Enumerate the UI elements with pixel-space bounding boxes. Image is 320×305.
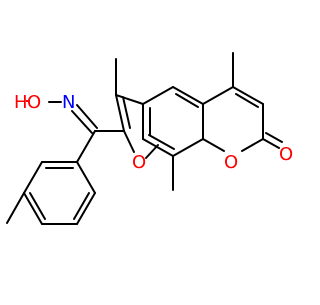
atom-furan-o-label: O bbox=[132, 152, 146, 173]
bond-oxime-tolyl bbox=[76, 130, 96, 163]
tolyl-inner-2 bbox=[29, 192, 46, 220]
tolyl-bond-6 bbox=[76, 161, 96, 194]
atom-carbonyl-o-label: O bbox=[279, 144, 293, 165]
atom-oxime-n-label: N bbox=[62, 92, 75, 113]
atom-hydroxyl-o-label: O bbox=[27, 92, 41, 113]
benz-c9-c7a bbox=[142, 138, 174, 157]
pyr-c4a-c5 bbox=[202, 86, 234, 105]
atom-h-label: H bbox=[14, 92, 28, 113]
atom-labels: H O N O O O bbox=[14, 92, 293, 173]
bond-tolyl-methyl bbox=[6, 192, 25, 224]
molecule-structure: H O N O O O bbox=[6, 52, 293, 225]
benz-c4-c4a bbox=[172, 86, 204, 105]
pyr-o-c8a bbox=[202, 138, 225, 152]
benz-c4-c4a-inner bbox=[175, 93, 199, 108]
furan-c2-c3-inner bbox=[122, 96, 131, 129]
bond-n-c-oxime-2 bbox=[76, 104, 98, 129]
tolyl-inner-3 bbox=[73, 192, 90, 220]
bond-carbonyl bbox=[262, 138, 280, 149]
furan-c2-c3 bbox=[115, 94, 125, 132]
pyr-c5-c6 bbox=[232, 86, 264, 105]
pyr-c5-c6-inner bbox=[235, 93, 259, 108]
pyr-c7-o bbox=[241, 138, 264, 152]
benz-c8a-c9 bbox=[172, 138, 204, 157]
bond-lines bbox=[6, 52, 283, 225]
bond-carbonyl-2 bbox=[265, 132, 283, 143]
tolyl-bond-2 bbox=[23, 161, 43, 194]
furan-c2-o bbox=[123, 130, 135, 153]
tolyl-bond-5 bbox=[76, 192, 96, 225]
benz-c9-c7a-inner bbox=[148, 134, 175, 150]
furan-c3-c3a bbox=[115, 94, 144, 105]
benz-c3a-c4 bbox=[142, 86, 174, 105]
structure-canvas: H O N O O O bbox=[6, 52, 293, 225]
bond-n-c-oxime bbox=[71, 110, 93, 134]
atom-pyranone-o-label: O bbox=[224, 152, 238, 173]
tolyl-bond-3 bbox=[23, 192, 43, 225]
